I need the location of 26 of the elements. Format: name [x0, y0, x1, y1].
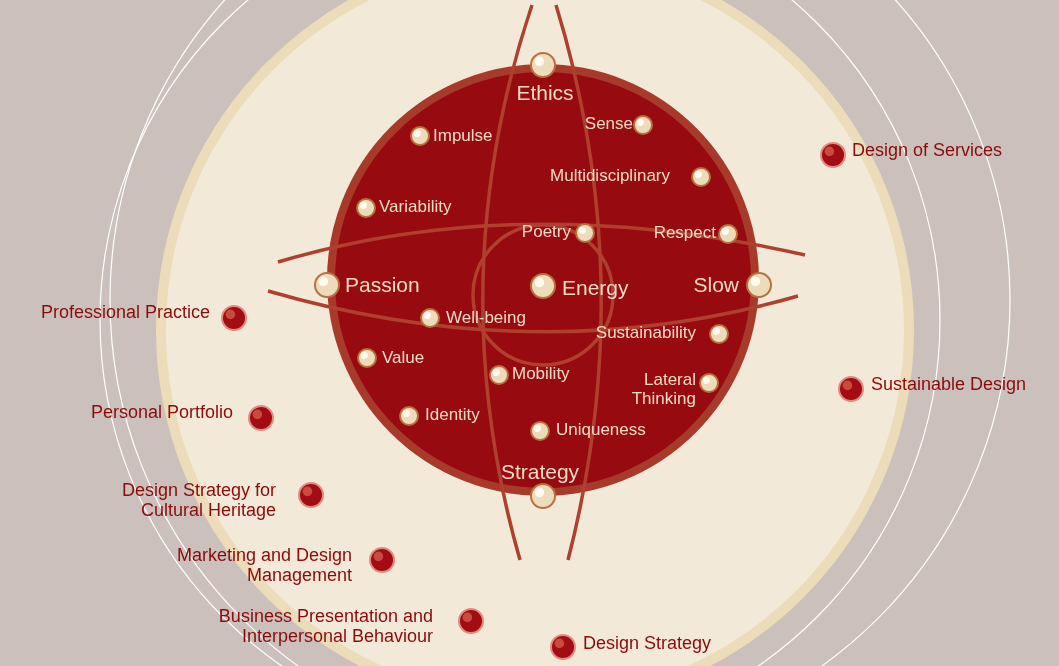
term-label: Slow: [693, 273, 739, 297]
term-label: Sustainability: [595, 323, 696, 343]
term-label: Ethics: [516, 81, 574, 105]
term-label: Marketing and Design Management: [175, 546, 352, 586]
term-label: Business Presentation and Interpersonal Behaviour: [217, 607, 433, 647]
term-label: Energy: [562, 276, 629, 300]
term-label: Well-being: [446, 308, 526, 328]
term-label: Personal Portfolio: [90, 403, 233, 423]
term-label: Strategy: [500, 460, 580, 484]
term-label: Design of Services: [852, 141, 1003, 161]
term-label: Impulse: [433, 126, 493, 146]
term-label: Design Strategy: [583, 634, 712, 654]
term-label: Identity: [425, 405, 480, 425]
term-label: Lateral Thinking: [630, 371, 696, 409]
term-label: Sense: [584, 114, 633, 134]
term-label: Variability: [379, 197, 452, 217]
term-label: Design Strategy for Cultural Heritage: [120, 481, 276, 521]
term-label: Poetry: [521, 222, 571, 242]
term-label: Sustainable Design: [871, 375, 1027, 395]
term-label: Multidisciplinary: [550, 166, 670, 186]
term-label: Professional Practice: [40, 303, 210, 323]
term-label: Uniqueness: [556, 420, 646, 440]
term-label: Respect: [653, 223, 716, 243]
term-label: Value: [382, 348, 425, 368]
term-label: Mobility: [512, 364, 570, 384]
term-label: Passion: [345, 273, 420, 297]
